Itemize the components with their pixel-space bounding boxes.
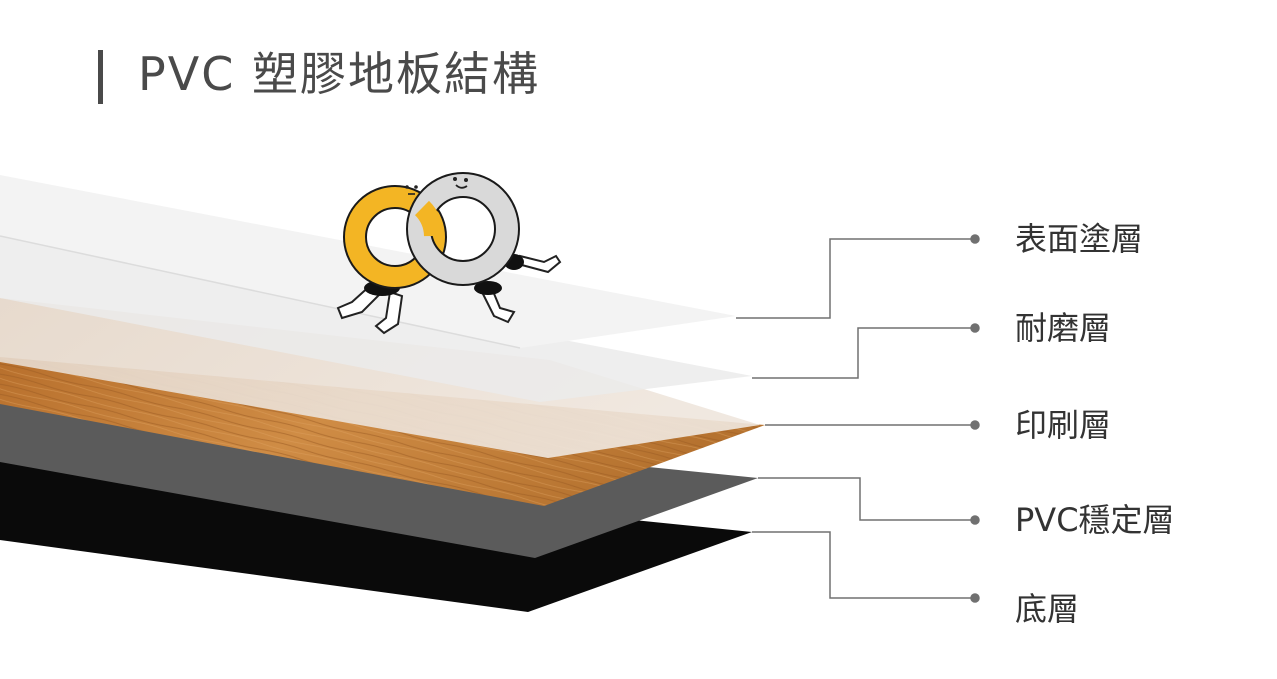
- label-pvc-stable-layer: PVC穩定層: [1015, 501, 1175, 539]
- surface-coating-edge: [0, 235, 521, 349]
- label-wear-layer: 耐磨層: [1015, 309, 1112, 347]
- mascot-characters: [336, 172, 562, 335]
- leader-lines: [736, 234, 980, 603]
- print-layer-light-area: [0, 298, 760, 458]
- leader-line-surface-coating: [736, 238, 975, 319]
- label-print-layer: 印刷層: [1015, 406, 1112, 444]
- yellow-ring-mascot: [344, 186, 446, 288]
- leader-line-base-layer: [752, 531, 975, 599]
- label-surface-coating: 表面塗層: [1015, 220, 1144, 258]
- leader-line-wear-layer: [752, 327, 975, 379]
- page-title: PVC 塑膠地板結構: [138, 47, 540, 101]
- leader-line-pvc-stable: [758, 477, 975, 521]
- gray-ring-mascot: [407, 173, 519, 285]
- pvc-stable-layer-sheet: [0, 402, 758, 558]
- label-base-layer: 底層: [1015, 590, 1080, 628]
- title-accent-bar: [98, 50, 103, 104]
